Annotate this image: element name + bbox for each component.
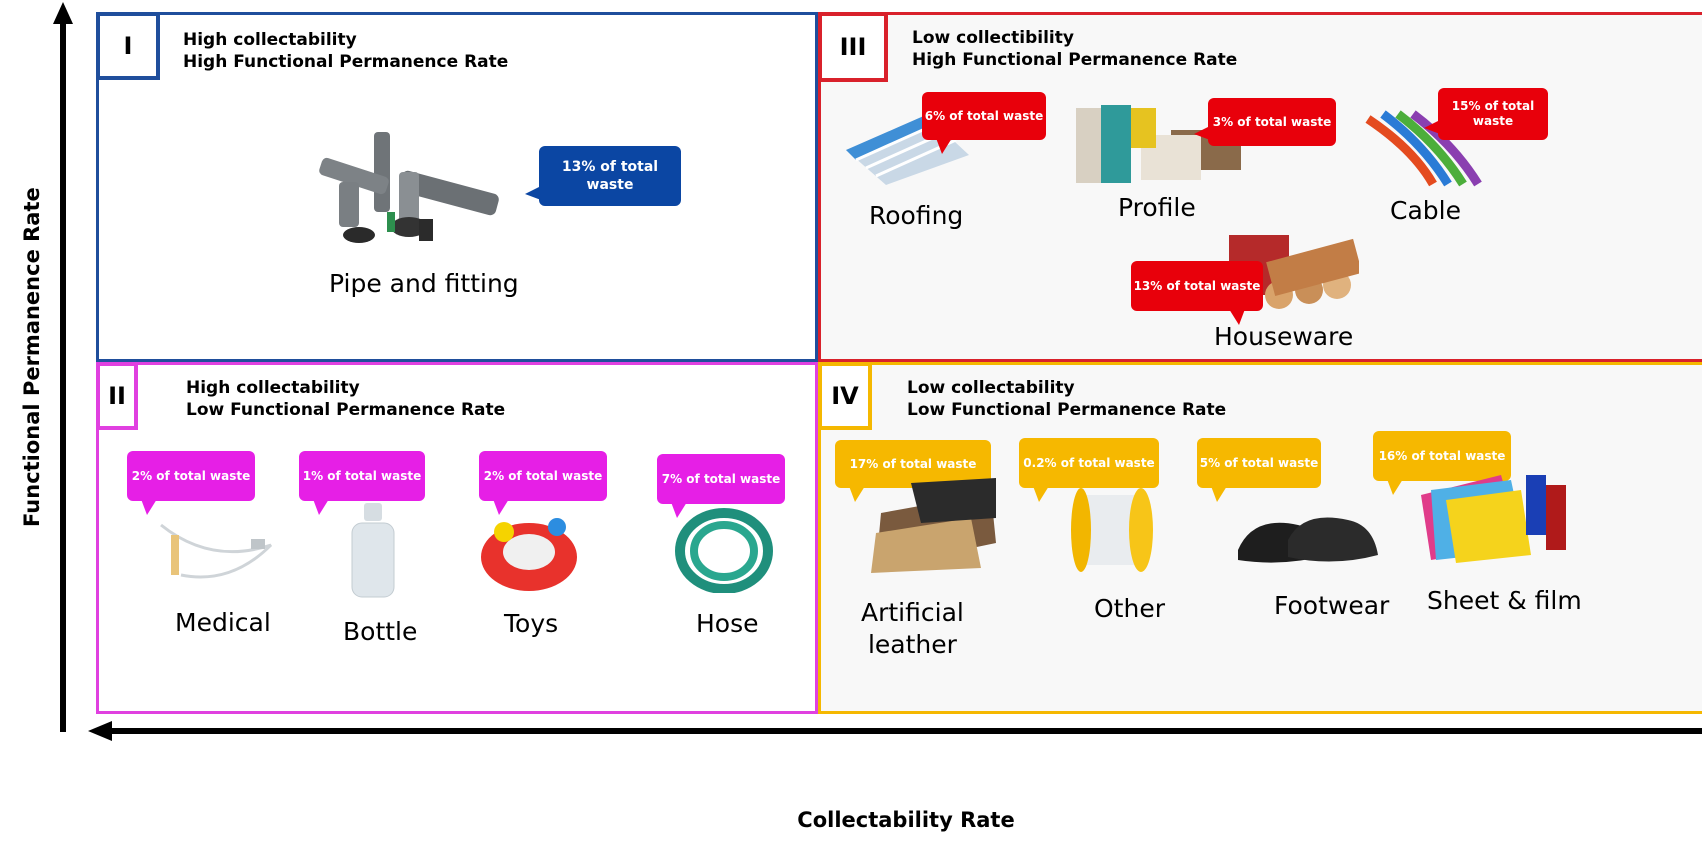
leather-label: Artificial leather	[861, 597, 964, 661]
medical-label: Medical	[175, 608, 271, 637]
houseware-label: Houseware	[1214, 322, 1354, 351]
footwear-label: Footwear	[1274, 591, 1390, 620]
roofing-label: Roofing	[869, 201, 964, 230]
quadrant-3-title-line1: Low collectibility	[912, 28, 1074, 48]
quadrant-2-title: High collectability Low Functional Perma…	[186, 377, 505, 421]
quadrant-1-title: High collectability High Functional Perm…	[183, 29, 508, 73]
quadrant-4-title: Low collectability Low Functional Perman…	[907, 377, 1226, 421]
other-label: Other	[1094, 594, 1165, 623]
leather-label-line2: leather	[867, 630, 957, 659]
footwear-image	[1238, 517, 1378, 563]
hose-label: Hose	[696, 609, 759, 638]
quadrant-2-title-line1: High collectability	[186, 378, 360, 398]
y-axis-arrow	[53, 2, 73, 732]
quadrant-3: III Low collectibility High Functional P…	[818, 12, 1702, 362]
quadrant-3-title-line2: High Functional Permanence Rate	[912, 50, 1238, 70]
pipe-fitting-image	[319, 132, 499, 243]
medical-share-callout: 2% of total waste	[127, 451, 255, 515]
quadrant-2-number: II	[96, 362, 138, 430]
quadrant-4: IV Low collectability Low Functional Per…	[818, 362, 1702, 714]
quadrant-1-number: I	[96, 12, 160, 80]
quadrant-4-title-line2: Low Functional Permanence Rate	[907, 400, 1227, 420]
quadrant-3-number: III	[818, 12, 888, 82]
toys-image	[481, 518, 577, 591]
other-image	[1071, 488, 1153, 572]
profile-label: Profile	[1118, 193, 1196, 222]
pipe-share-callout: 13% of total waste	[525, 146, 681, 206]
sheet-share-callout: 16% of total waste	[1373, 431, 1511, 495]
hose-image	[675, 508, 773, 593]
cable-share-callout: 15% of total waste	[1424, 88, 1548, 140]
quadrant-1-title-line1: High collectability	[183, 30, 357, 50]
houseware-share-callout: 13% of total waste	[1131, 261, 1263, 325]
leather-image	[871, 478, 996, 573]
y-axis-title: Functional Permanence Rate	[20, 187, 44, 527]
other-share-callout: 0.2% of total waste	[1019, 438, 1159, 502]
medical-image	[160, 523, 273, 579]
toys-share-callout: 2% of total waste	[479, 451, 607, 515]
sheet-label: Sheet & film	[1427, 586, 1582, 615]
bottle-image	[351, 503, 395, 598]
sheet-film-image	[1421, 475, 1566, 563]
quadrant-1: I High collectability High Functional Pe…	[96, 12, 818, 362]
cable-label: Cable	[1390, 196, 1461, 225]
bottle-share-callout: 1% of total waste	[299, 451, 425, 515]
bottle-label: Bottle	[343, 617, 418, 646]
hose-share-callout: 7% of total waste	[657, 454, 785, 518]
profile-share-callout: 3% of total waste	[1194, 98, 1336, 146]
x-axis-title: Collectability Rate	[797, 808, 1015, 832]
quadrant-4-number: IV	[818, 362, 872, 430]
pipe-label: Pipe and fitting	[329, 269, 519, 298]
x-axis-arrow	[88, 721, 1702, 741]
footwear-share-callout: 5% of total waste	[1197, 438, 1321, 502]
toys-label: Toys	[504, 609, 559, 638]
quadrant-2-title-line2: Low Functional Permanence Rate	[186, 400, 506, 420]
quadrant-1-title-line2: High Functional Permanence Rate	[183, 52, 509, 72]
roofing-share-callout: 6% of total waste	[922, 92, 1046, 154]
quadrant-4-title-line1: Low collectability	[907, 378, 1075, 398]
cable-image	[1365, 110, 1482, 187]
quadrant-2: II High collectability Low Functional Pe…	[96, 362, 818, 714]
quadrant-3-title: Low collectibility High Functional Perma…	[912, 27, 1237, 71]
leather-label-line1: Artificial	[861, 598, 964, 627]
